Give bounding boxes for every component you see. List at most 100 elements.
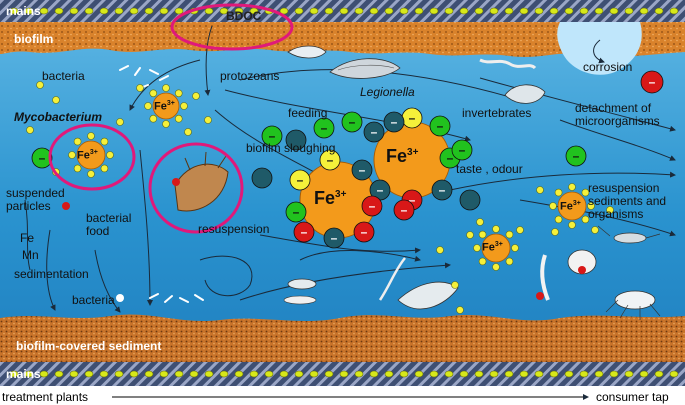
ion: – xyxy=(384,112,404,132)
ion-dot xyxy=(493,226,500,233)
free-ion: – xyxy=(394,200,414,220)
invertebrates-label: invertebrates xyxy=(462,107,531,120)
pipe-dot xyxy=(415,8,423,14)
pipe-dot xyxy=(340,371,348,377)
svg-text:–: – xyxy=(359,163,366,177)
pipe-dot xyxy=(640,371,648,377)
sediment-label: biofilm-covered sediment xyxy=(16,340,161,353)
free-ion: – xyxy=(452,140,472,160)
pipe-dot xyxy=(595,8,603,14)
pipe-dot xyxy=(670,8,678,14)
free-ion: – xyxy=(641,71,663,93)
pipe-dot xyxy=(670,371,678,377)
ion-dot xyxy=(27,127,34,134)
ion-dot xyxy=(477,219,484,226)
ion-dot xyxy=(163,121,170,128)
svg-text:–: – xyxy=(39,151,46,165)
ion: – xyxy=(286,202,306,222)
pipe-dot xyxy=(640,8,648,14)
mn-label: Mn xyxy=(22,249,39,262)
bacterial-food-label: bacterial food xyxy=(86,212,148,238)
ion-dot xyxy=(175,90,182,97)
ion-dot xyxy=(163,85,170,92)
pipe-dot xyxy=(175,8,183,14)
pipe-dot xyxy=(580,371,588,377)
ion-dot xyxy=(452,282,459,289)
resuspension-label: resuspension xyxy=(198,223,269,236)
snail-organism xyxy=(568,250,596,274)
svg-text:–: – xyxy=(401,203,408,217)
svg-text:–: – xyxy=(649,75,656,89)
pipe-dot xyxy=(355,371,363,377)
ion-dot xyxy=(101,165,108,172)
mycobacterium-label: Mycobacterium xyxy=(14,111,102,124)
pipe-dot xyxy=(625,8,633,14)
ion-dot xyxy=(552,229,559,236)
ion-dot xyxy=(506,231,513,238)
pipe-dot xyxy=(295,8,303,14)
ion-dot xyxy=(185,129,192,136)
pipe-dot xyxy=(565,371,573,377)
pipe-dot xyxy=(460,371,468,377)
ion: – xyxy=(430,116,450,136)
pipe-dot xyxy=(430,8,438,14)
svg-text:–: – xyxy=(321,121,328,135)
pipe-dot xyxy=(550,371,558,377)
fe3-label-center: Fe3+ xyxy=(314,188,346,209)
bacteria-bottom-label: bacteria xyxy=(72,294,115,307)
fe3-label-right: Fe3+ xyxy=(386,146,418,167)
pipe-dot xyxy=(70,8,78,14)
free-ion: – xyxy=(566,146,586,166)
pipe-dot xyxy=(445,371,453,377)
pipe-dot xyxy=(205,8,213,14)
ion-dot xyxy=(205,117,212,124)
pipe-dot xyxy=(520,371,528,377)
feeding-label: feeding xyxy=(288,107,327,120)
ion-dot xyxy=(493,264,500,271)
ion: – xyxy=(362,196,382,216)
biofilm-sloughing-label: biofilm sloughing xyxy=(246,142,335,155)
svg-text:–: – xyxy=(573,149,580,163)
free-ion: – xyxy=(342,112,362,132)
svg-text:–: – xyxy=(409,111,416,125)
svg-text:–: – xyxy=(459,143,466,157)
ion-dot xyxy=(555,189,562,196)
pipe-dot xyxy=(385,8,393,14)
ion-dot xyxy=(592,227,599,234)
legionella-label: Legionella xyxy=(360,86,415,99)
pipe-dot xyxy=(220,371,228,377)
pipe-dot xyxy=(265,371,273,377)
pipe-dot xyxy=(55,371,63,377)
pipe-dot xyxy=(520,8,528,14)
pipe-dot xyxy=(655,371,663,377)
ion: – xyxy=(290,170,310,190)
ion-dot xyxy=(193,93,200,100)
pipe-dot xyxy=(130,8,138,14)
pipe-dot xyxy=(100,371,108,377)
ion-dot xyxy=(437,247,444,254)
pipe-dot xyxy=(115,371,123,377)
ion-dot xyxy=(457,307,464,314)
pipe-dot xyxy=(565,8,573,14)
pipe-dot xyxy=(250,371,258,377)
sedimentation-label: sedimentation xyxy=(14,268,89,281)
resuspension-sediments-label: resuspension sediments and organisms xyxy=(588,182,684,221)
free-ion xyxy=(460,190,480,210)
pipe-dot xyxy=(610,8,618,14)
ion-dot xyxy=(69,152,76,159)
ion-dot xyxy=(150,90,157,97)
ion-dot xyxy=(550,203,557,210)
svg-text:–: – xyxy=(437,119,444,133)
pipe-dot xyxy=(655,8,663,14)
fe3-label-myco: Fe3+ xyxy=(77,149,98,162)
pipe-dot xyxy=(475,371,483,377)
svg-text:–: – xyxy=(301,225,308,239)
ion-dot xyxy=(479,258,486,265)
svg-text:–: – xyxy=(439,183,446,197)
pipe-dot xyxy=(475,8,483,14)
pipe-dot xyxy=(310,8,318,14)
ion-dot xyxy=(506,258,513,265)
pipe-dot xyxy=(460,8,468,14)
svg-text:–: – xyxy=(391,115,398,129)
